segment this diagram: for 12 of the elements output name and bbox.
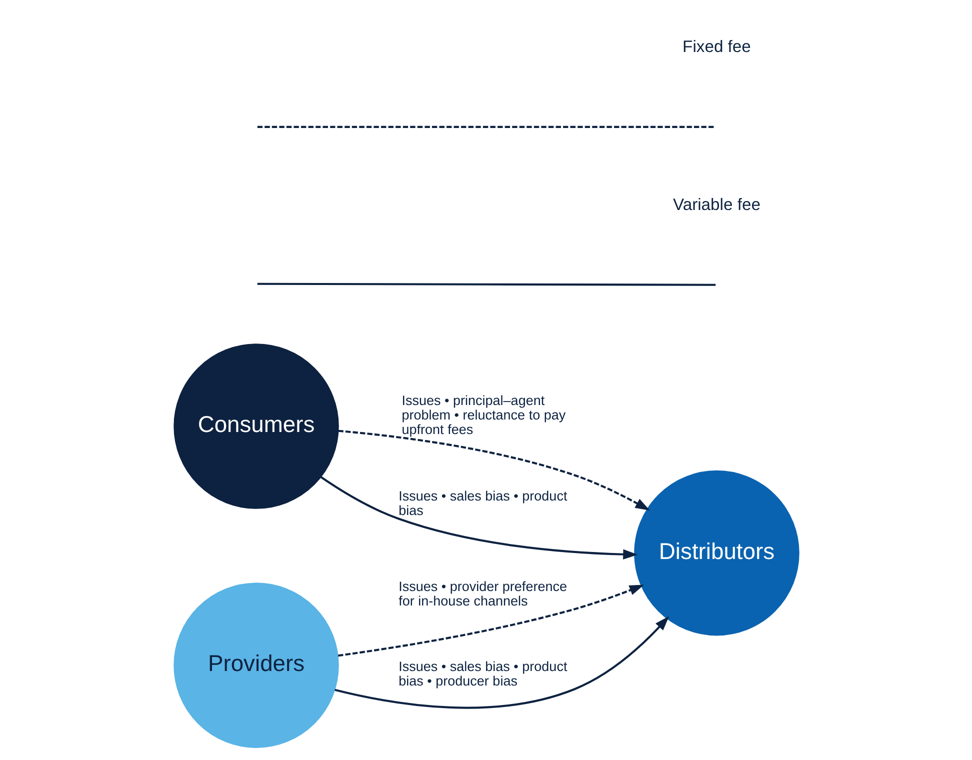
edge-label: Issues • sales bias • product bias • producer bias [398, 658, 567, 688]
arrow [338, 430, 650, 510]
arrow [334, 616, 669, 709]
arrow [337, 584, 644, 657]
legend-label: Variable fee [672, 194, 760, 214]
edge-label: Issues • provider preference for in-house channels [398, 578, 566, 608]
arrow [320, 476, 638, 560]
edge-label: Issues • sales bias • product bias [398, 488, 567, 518]
edge-label: Issues • principal–agent problem • reluctance to pay upfront fees [401, 392, 566, 437]
legend-label: Fixed fee [682, 36, 750, 56]
node-circle: Providers [173, 582, 338, 748]
node-circle: Consumers [173, 344, 338, 509]
